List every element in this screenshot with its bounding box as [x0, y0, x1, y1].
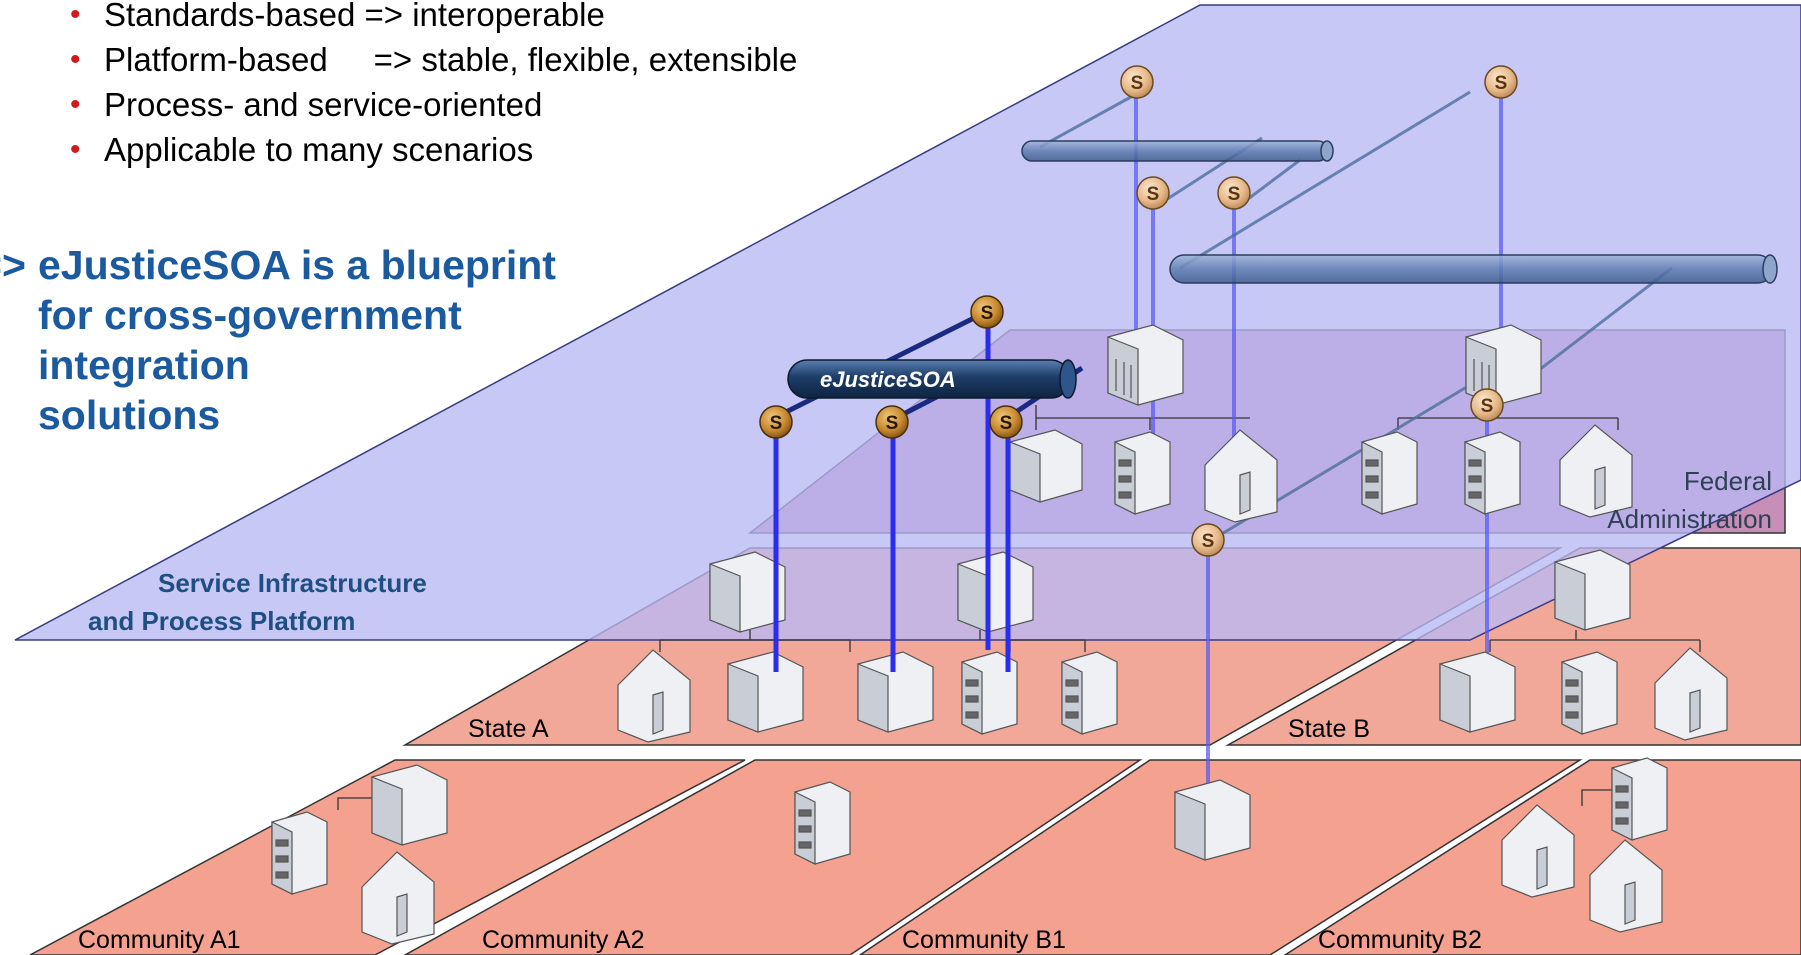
federal-label-line1: Federal [1684, 466, 1772, 496]
federal-label: Federal Administration [1607, 466, 1772, 534]
courthouse-icon [857, 651, 934, 733]
courthouse-icon [1439, 651, 1516, 733]
headline-arrow: => [0, 242, 26, 288]
office-icon [1361, 431, 1418, 515]
office-icon [1464, 431, 1521, 515]
service-node-icon: S [1217, 176, 1251, 210]
headline-line-4: solutions [38, 392, 221, 438]
bullet-item: Process- and service-oriented [58, 82, 797, 127]
office-icon [271, 811, 328, 895]
community-b1-label: Community B1 [902, 926, 1066, 954]
service-node-label: S [981, 303, 994, 324]
service-node-label: S [886, 413, 899, 434]
courthouse-icon [957, 551, 1034, 633]
infrastructure-label: Service Infrastructure and Process Platf… [88, 568, 427, 636]
office-icon [1061, 651, 1118, 735]
office-icon [1611, 757, 1668, 841]
bullet-item: Standards-based => interoperable [58, 0, 797, 37]
office-icon [1561, 651, 1618, 735]
state-b-label: State B [1288, 715, 1370, 743]
headline-line-1: => eJusticeSOA is a blueprint [0, 240, 556, 290]
office-icon [961, 651, 1018, 735]
service-node-icon: S [1470, 388, 1504, 422]
service-node-label: S [1495, 73, 1508, 94]
house-icon [1204, 429, 1278, 523]
service-node-icon: S [1120, 65, 1154, 99]
house-icon [361, 851, 435, 945]
courthouse-icon [709, 551, 786, 633]
courthouse-icon [1107, 324, 1184, 406]
service-node-icon: S [875, 405, 909, 439]
house-icon [1559, 424, 1633, 518]
service-node-label: S [770, 413, 783, 434]
service-node-label: S [1481, 396, 1494, 417]
courthouse-icon [1554, 549, 1631, 631]
community-a1-label: Community A1 [78, 926, 241, 954]
courthouse-icon [1465, 324, 1542, 406]
headline-text-1: eJusticeSOA is a blueprint [38, 242, 556, 288]
office-icon [1114, 431, 1171, 515]
infrastructure-label-line1: Service Infrastructure [158, 568, 427, 598]
office-icon [794, 781, 851, 865]
federal-label-line2: Administration [1607, 504, 1772, 534]
community-b2-label: Community B2 [1318, 926, 1482, 954]
headline: => eJusticeSOA is a blueprint for cross-g… [0, 240, 556, 440]
service-node-icon: S [989, 405, 1023, 439]
courthouse-icon [1174, 779, 1251, 861]
bullet-item: Applicable to many scenarios [58, 127, 797, 172]
courthouse-icon [371, 764, 448, 846]
service-node-label: S [1202, 531, 1215, 552]
bus-middle [1169, 254, 1778, 284]
community-a2-plane [403, 759, 1143, 955]
ejustice-bus: eJusticeSOA [787, 359, 1077, 399]
community-b1-plane [858, 759, 1583, 955]
headline-line-3: integration [38, 342, 250, 388]
service-node-label: S [1131, 73, 1144, 94]
service-node-icon: S [970, 295, 1004, 329]
house-icon [1654, 647, 1728, 741]
buildings [271, 324, 1728, 945]
service-node-label: S [1228, 184, 1241, 205]
ejustice-bus-label: eJusticeSOA [820, 367, 956, 392]
level-labels: State A State B Community A1 Community A… [78, 715, 1482, 954]
house-icon [1501, 804, 1575, 898]
infrastructure-label-line2: and Process Platform [88, 606, 355, 636]
bus-upper [1021, 140, 1334, 162]
house-icon [617, 649, 691, 743]
service-node-label: S [1147, 184, 1160, 205]
service-node-label: S [1000, 413, 1013, 434]
feature-bullet-list: Standards-based => interoperable Platfor… [58, 0, 797, 172]
light-buses [1021, 140, 1778, 284]
service-node-icon: S [1191, 523, 1225, 557]
bullet-item: Platform-based => stable, flexible, exte… [58, 37, 797, 82]
state-a-label: State A [468, 715, 549, 743]
service-node-icon: S [759, 405, 793, 439]
service-node-icon: S [1484, 65, 1518, 99]
service-nodes: S S S S S S S S [759, 65, 1518, 557]
courthouse-icon [1009, 429, 1083, 503]
service-node-icon: S [1136, 176, 1170, 210]
house-icon [1589, 839, 1663, 933]
headline-line-2: for cross-government [38, 292, 462, 338]
courthouse-icon [727, 651, 804, 733]
community-a2-label: Community A2 [482, 926, 645, 954]
